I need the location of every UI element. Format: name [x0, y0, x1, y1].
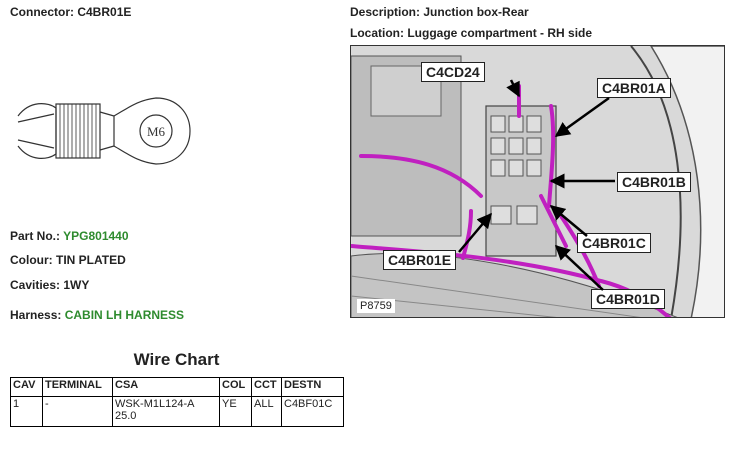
colour-label: Colour: [10, 253, 53, 267]
part-no-value: YPG801440 [63, 229, 129, 243]
cell-col: YE [219, 396, 252, 427]
cell-destn: C4BF01C [281, 396, 344, 427]
harness-label: Harness: [10, 308, 62, 322]
callout-c4br01d: C4BR01D [591, 289, 665, 309]
callout-c4cd24: C4CD24 [421, 62, 485, 82]
col-header-cct: CCT [251, 377, 282, 397]
location-value: Luggage compartment - RH side [407, 26, 593, 40]
cavities-label: Cavities: [10, 278, 61, 292]
location-label: Location: [350, 26, 404, 40]
connector-label: Connector: [10, 5, 74, 19]
harness-row: Harness: CABIN LH HARNESS [10, 308, 184, 322]
callout-c4br01c: C4BR01C [577, 233, 651, 253]
location-heading: Location: Luggage compartment - RH side [350, 26, 592, 40]
cell-cct: ALL [251, 396, 282, 427]
cell-cav: 1 [10, 396, 43, 427]
ring-terminal-drawing: M6 [17, 97, 191, 165]
part-no-row: Part No.: YPG801440 [10, 229, 129, 243]
col-header-cav: CAV [10, 377, 43, 397]
cavities-value: 1WY [63, 278, 90, 292]
description-value: Junction box-Rear [423, 5, 529, 19]
table-row: 1 - WSK-M1L124-A 25.0 YE ALL C4BF01C [10, 396, 344, 427]
callout-c4br01a: C4BR01A [597, 78, 671, 98]
connector-value: C4BR01E [77, 5, 132, 19]
description-label: Description: [350, 5, 421, 19]
colour-value: TIN PLATED [56, 253, 126, 267]
col-header-col: COL [219, 377, 252, 397]
location-photo: C4CD24 C4BR01A C4BR01B C4BR01C C4BR01E C… [350, 45, 725, 318]
description-heading: Description: Junction box-Rear [350, 5, 529, 19]
cavities-row: Cavities: 1WY [10, 278, 89, 292]
col-header-terminal: TERMINAL [42, 377, 113, 397]
wire-chart-table: CAV TERMINAL CSA COL CCT DESTN 1 - WSK-M… [10, 377, 344, 427]
part-no-label: Part No.: [10, 229, 61, 243]
callout-c4br01e: C4BR01E [383, 250, 457, 270]
wire-chart-title: Wire Chart [133, 350, 220, 369]
cell-csa: WSK-M1L124-A 25.0 [112, 396, 220, 427]
cell-terminal: - [42, 396, 113, 427]
col-header-csa: CSA [112, 377, 220, 397]
colour-row: Colour: TIN PLATED [10, 253, 126, 267]
figure-reference: P8759 [357, 299, 395, 313]
col-header-destn: DESTN [281, 377, 344, 397]
stud-size-label: M6 [147, 124, 166, 139]
harness-value: CABIN LH HARNESS [64, 308, 185, 322]
callout-c4br01b: C4BR01B [617, 172, 691, 192]
connector-heading: Connector: C4BR01E [10, 5, 131, 19]
wire-chart-header-row: CAV TERMINAL CSA COL CCT DESTN [10, 377, 344, 397]
